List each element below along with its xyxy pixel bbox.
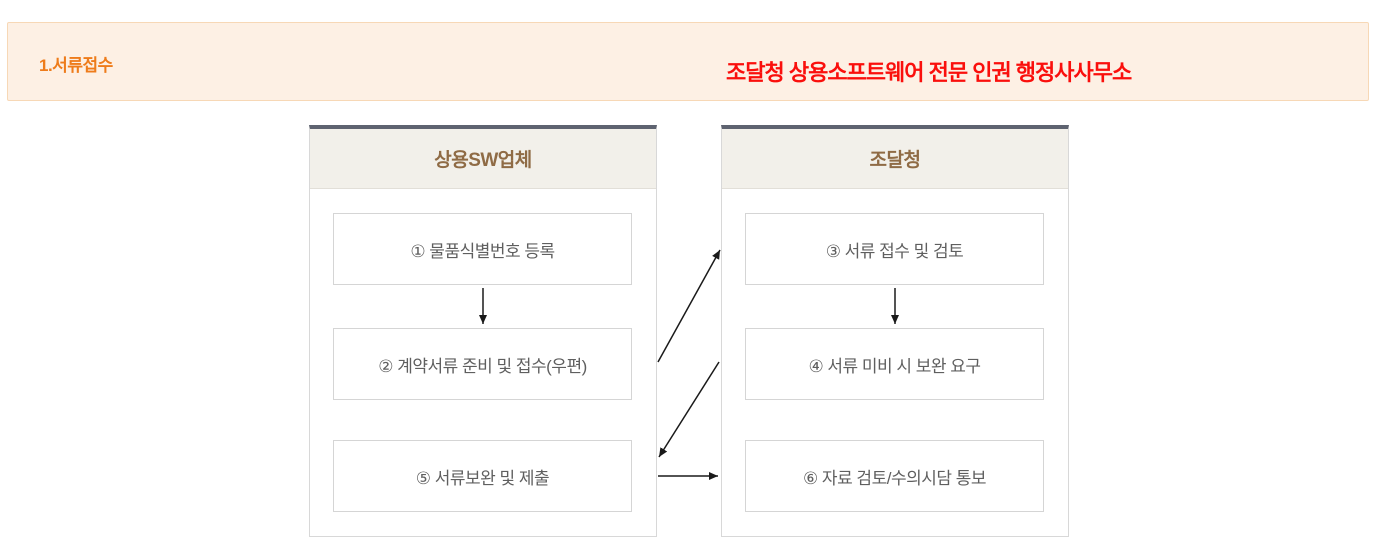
- column-sw-vendor: 상용SW업체 ① 물품식별번호 등록 ② 계약서류 준비 및 접수(우편) ⑤ …: [309, 125, 657, 537]
- flow-box-step4: ④ 서류 미비 시 보완 요구: [745, 328, 1044, 400]
- column-procurement: 조달청 ③ 서류 접수 및 검토 ④ 서류 미비 시 보완 요구 ⑥ 자료 검토…: [721, 125, 1069, 537]
- flow-box-step6: ⑥ 자료 검토/수의시담 통보: [745, 440, 1044, 512]
- step-title: 1.서류접수: [39, 56, 113, 75]
- arrow-step4-to-step5: [658, 361, 720, 458]
- arrow-step2-to-step3: [657, 249, 721, 363]
- column-procurement-header: 조달청: [722, 129, 1068, 189]
- column-sw-vendor-header: 상용SW업체: [310, 129, 656, 189]
- flow-box-step3: ③ 서류 접수 및 검토: [745, 213, 1044, 285]
- flow-box-step1: ① 물품식별번호 등록: [333, 213, 632, 285]
- step-banner: 1.서류접수 조달청 상용소프트웨어 전문 인권 행정사사무소: [7, 22, 1369, 101]
- flow-box-step5: ⑤ 서류보완 및 제출: [333, 440, 632, 512]
- office-title: 조달청 상용소프트웨어 전문 인권 행정사사무소: [726, 60, 1132, 85]
- flow-box-step2: ② 계약서류 준비 및 접수(우편): [333, 328, 632, 400]
